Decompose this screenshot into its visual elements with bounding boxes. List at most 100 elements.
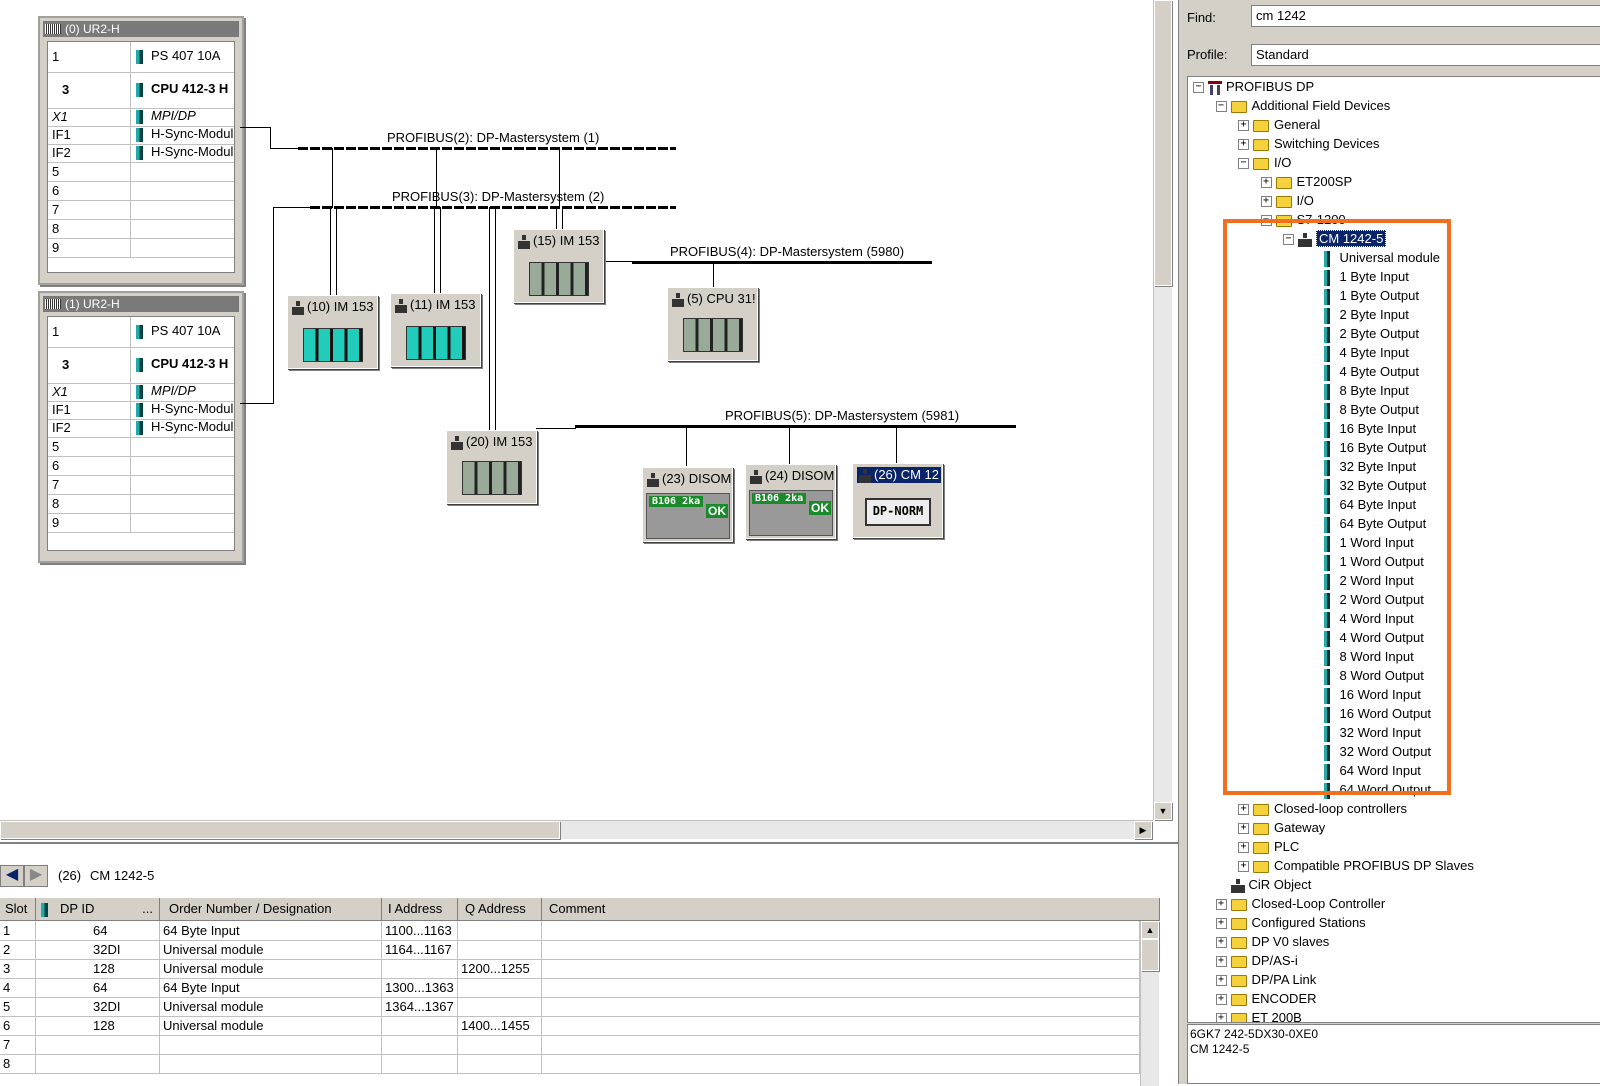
scroll-thumb[interactable]: [1141, 939, 1159, 971]
tree-node[interactable]: +Gateway: [1238, 818, 1325, 837]
rack-slot-row[interactable]: 5: [48, 162, 234, 182]
tree-node[interactable]: 8 Word Output: [1323, 666, 1424, 685]
rack-slot-row[interactable]: 7: [48, 475, 234, 495]
tree-node[interactable]: −CM 1242-5: [1283, 229, 1387, 248]
rack-module[interactable]: MPI/DP: [136, 383, 196, 399]
tree-node[interactable]: 1 Byte Input: [1323, 267, 1409, 286]
back-arrow-icon[interactable]: ◀: [0, 865, 24, 887]
table-row[interactable]: 7: [0, 1035, 1140, 1055]
collapse-icon[interactable]: −: [1215, 101, 1227, 113]
tree-node[interactable]: +PLC: [1238, 837, 1299, 856]
tree-node[interactable]: 32 Word Input: [1323, 723, 1421, 742]
tree-node[interactable]: +Configured Stations: [1215, 913, 1366, 932]
device-10-im153[interactable]: (10) IM 153: [287, 295, 378, 369]
tree-node[interactable]: 1 Word Output: [1323, 552, 1424, 571]
device-20-im153[interactable]: (20) IM 153: [446, 430, 537, 504]
tree-node[interactable]: +Closed-Loop Controller: [1215, 894, 1385, 913]
tree-node[interactable]: +Switching Devices: [1238, 134, 1380, 153]
expand-icon[interactable]: +: [1238, 861, 1249, 873]
profibus-line-2[interactable]: [298, 147, 676, 150]
device-15-im153[interactable]: (15) IM 153: [513, 229, 604, 303]
tree-node[interactable]: 32 Byte Output: [1323, 476, 1426, 495]
tree-node[interactable]: 4 Word Input: [1323, 609, 1414, 628]
tree-node[interactable]: 2 Byte Input: [1323, 305, 1409, 324]
tree-node[interactable]: +DP/PA Link: [1215, 970, 1316, 989]
col-order[interactable]: Order Number / Designation: [160, 898, 382, 920]
col-slot[interactable]: Slot: [0, 898, 36, 920]
expand-icon[interactable]: +: [1215, 1013, 1227, 1022]
rack-module[interactable]: CPU 412-3 H: [136, 81, 228, 97]
collapse-icon[interactable]: −: [1238, 158, 1249, 170]
expand-icon[interactable]: +: [1215, 994, 1227, 1006]
rack-slot-row[interactable]: 6: [48, 181, 234, 201]
rack-slot-row[interactable]: 9: [48, 513, 234, 533]
tree-node[interactable]: 32 Byte Input: [1323, 457, 1416, 476]
scroll-right-button[interactable]: ▶: [1134, 821, 1152, 839]
device-24-disom[interactable]: (24) DISOM B106 2ka OK: [745, 464, 836, 539]
tree-node[interactable]: +Closed-loop controllers: [1238, 799, 1407, 818]
col-iaddr[interactable]: I Address: [382, 898, 458, 920]
rack-slot-row[interactable]: 9: [48, 238, 234, 258]
tree-node[interactable]: 8 Byte Input: [1323, 381, 1409, 400]
tree-node[interactable]: 1 Byte Output: [1323, 286, 1419, 305]
tree-node[interactable]: 16 Byte Input: [1323, 419, 1416, 438]
rack-module[interactable]: H-Sync-Modul: [136, 126, 233, 142]
profibus-line-5[interactable]: [575, 425, 1016, 428]
scroll-thumb[interactable]: [0, 821, 560, 839]
table-scrollbar[interactable]: ▲: [1140, 921, 1159, 1086]
col-qaddr[interactable]: Q Address: [458, 898, 542, 920]
tree-node[interactable]: 4 Word Output: [1323, 628, 1424, 647]
col-dpid[interactable]: DP ID...: [36, 898, 160, 920]
tree-node[interactable]: +ET200SP: [1260, 172, 1352, 191]
expand-icon[interactable]: +: [1215, 918, 1227, 930]
tree-node[interactable]: +Compatible PROFIBUS DP Slaves: [1238, 856, 1474, 875]
expand-icon[interactable]: +: [1238, 823, 1249, 835]
tree-node[interactable]: CiR Object: [1216, 875, 1311, 894]
rack-slot-row[interactable]: 6: [48, 456, 234, 476]
collapse-icon[interactable]: −: [1193, 82, 1204, 94]
expand-icon[interactable]: +: [1215, 975, 1227, 987]
tree-node[interactable]: 64 Word Input: [1323, 761, 1421, 780]
expand-icon[interactable]: +: [1260, 177, 1272, 189]
rack-module[interactable]: H-Sync-Modul: [136, 401, 233, 417]
find-input[interactable]: cm 1242: [1251, 5, 1600, 27]
tree-node[interactable]: +DP V0 slaves: [1215, 932, 1329, 951]
tree-node[interactable]: 1 Word Input: [1323, 533, 1414, 552]
tree-node[interactable]: 2 Word Output: [1323, 590, 1424, 609]
rack-slot-row[interactable]: 8: [48, 494, 234, 514]
tree-node[interactable]: 2 Byte Output: [1323, 324, 1419, 343]
device-11-im153[interactable]: (11) IM 153: [390, 293, 481, 367]
profile-select[interactable]: Standard: [1251, 44, 1600, 66]
rack-module[interactable]: PS 407 10A: [136, 323, 220, 339]
tree-node[interactable]: +DP/AS-i: [1215, 951, 1298, 970]
profibus-line-4[interactable]: [632, 261, 932, 264]
profibus-line-3[interactable]: [310, 206, 676, 209]
rack-module[interactable]: H-Sync-Modul: [136, 419, 233, 435]
tree-node[interactable]: 16 Word Input: [1323, 685, 1421, 704]
expand-icon[interactable]: +: [1215, 899, 1227, 911]
device-26-cm1242[interactable]: (26) CM 12 DP-NORM: [852, 463, 943, 538]
tree-node[interactable]: 8 Word Input: [1323, 647, 1414, 666]
tree-node[interactable]: −PROFIBUS DP: [1193, 77, 1314, 96]
device-23-disom[interactable]: (23) DISOM B106 2ka OK: [642, 467, 733, 542]
canvas-vertical-scrollbar[interactable]: ▼: [1153, 0, 1172, 820]
canvas-horizontal-scrollbar[interactable]: ▶: [0, 820, 1153, 839]
tree-node[interactable]: 4 Byte Input: [1323, 343, 1409, 362]
rack-module[interactable]: MPI/DP: [136, 108, 196, 124]
tree-node[interactable]: 16 Byte Output: [1323, 438, 1426, 457]
tree-node[interactable]: 8 Byte Output: [1323, 400, 1419, 419]
